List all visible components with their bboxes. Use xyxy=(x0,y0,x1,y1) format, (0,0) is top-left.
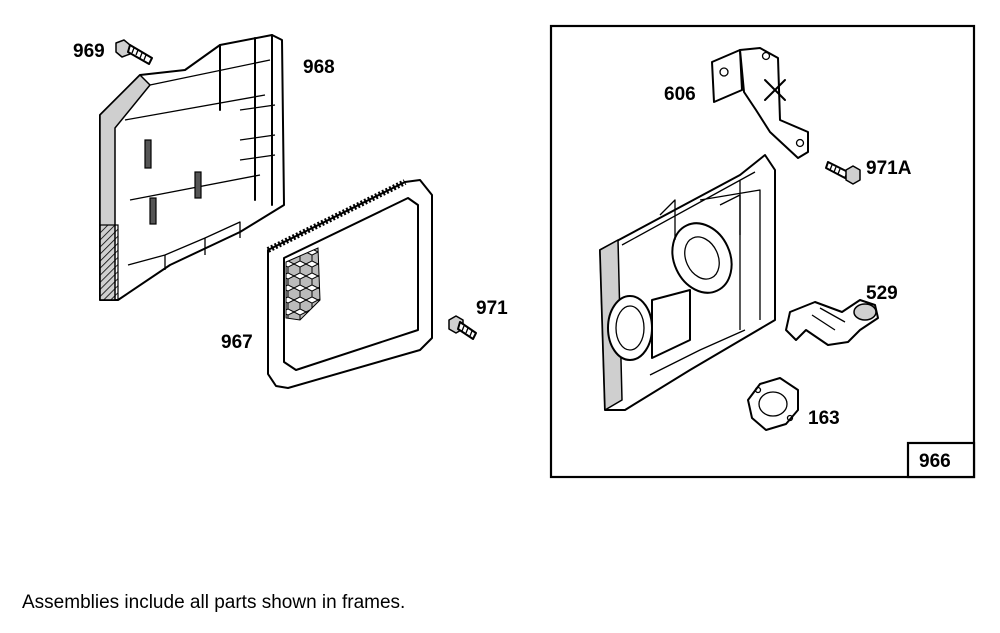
part-label-967: 967 xyxy=(221,332,253,353)
part-label-966: 966 xyxy=(919,451,951,472)
part-label-971a: 971A xyxy=(866,158,912,179)
assembly-frame-966 xyxy=(549,24,976,479)
elbow-529-part xyxy=(785,299,879,346)
air-cleaner-cover-part xyxy=(99,34,285,301)
bracket-606-part xyxy=(711,47,809,159)
assembly-note: Assemblies include all parts shown in fr… xyxy=(22,592,406,613)
part-label-969: 969 xyxy=(73,41,105,62)
part-label-529: 529 xyxy=(866,283,898,304)
screw-971-part xyxy=(448,315,477,340)
screw-969-part xyxy=(115,39,153,65)
air-filter-part xyxy=(266,179,433,389)
part-label-968: 968 xyxy=(303,57,335,78)
screw-971a-part xyxy=(825,161,861,185)
part-label-606: 606 xyxy=(664,84,696,105)
air-cleaner-base-part xyxy=(599,154,776,411)
gasket-163-part xyxy=(747,377,799,431)
part-label-971: 971 xyxy=(476,298,508,319)
part-label-163: 163 xyxy=(808,408,840,429)
